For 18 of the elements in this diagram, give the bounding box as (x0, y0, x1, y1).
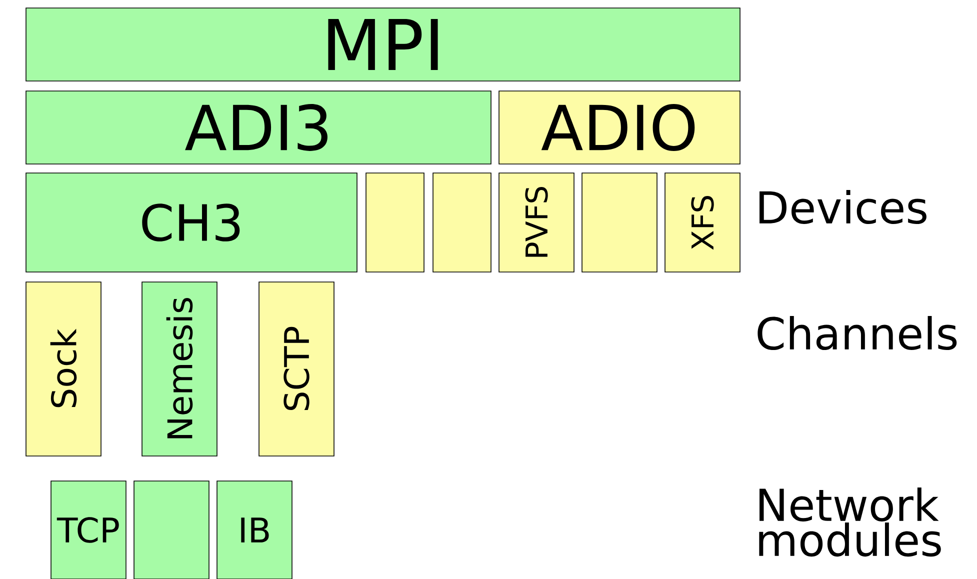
empty-box (134, 480, 210, 579)
empty-box (582, 172, 658, 272)
layer-label: Network modules (759, 487, 941, 557)
layer-box: Nemesis (142, 282, 218, 456)
layer-box: TCP (50, 480, 126, 579)
layer-box: SCTP (258, 282, 334, 456)
layer-box: PVFS (498, 172, 574, 272)
layer-label: Devices (760, 190, 926, 224)
layer-box: IB (216, 480, 292, 579)
layer-label: Channels (758, 316, 957, 350)
layer-box: XFS (664, 172, 740, 272)
empty-box (432, 172, 492, 272)
empty-box (366, 172, 424, 272)
layer-box: Sock (26, 282, 102, 456)
layer-box: ADI3 (26, 90, 492, 164)
layer-box: MPI (26, 8, 740, 82)
layer-box: CH3 (26, 172, 358, 272)
layer-box: ADIO (498, 90, 740, 164)
